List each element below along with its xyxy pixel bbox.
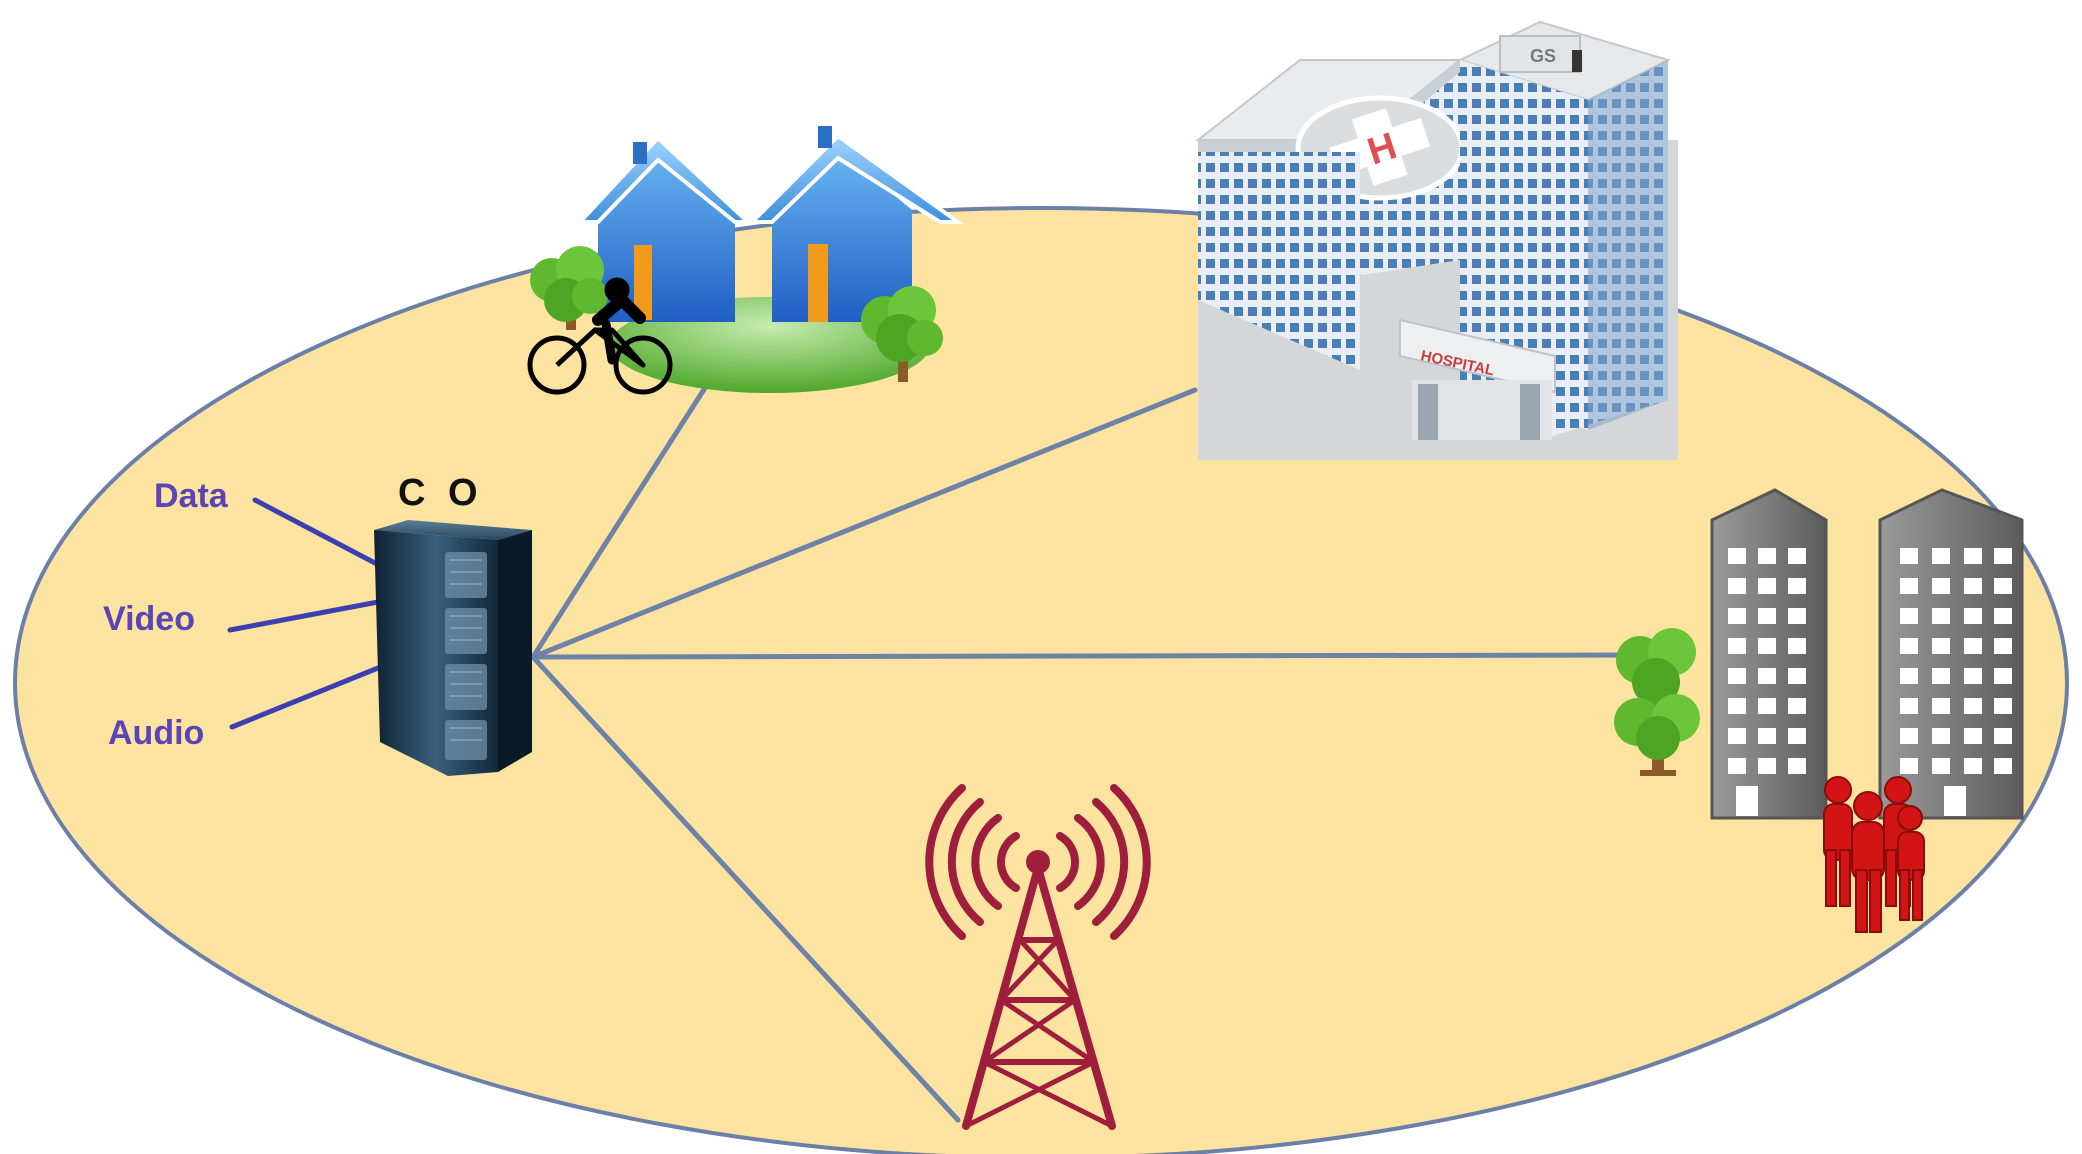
server-rack-icon: [374, 520, 532, 776]
people-icon: [1823, 776, 1925, 933]
link-to-offices: [530, 652, 1643, 660]
cyclist-icon: [527, 277, 673, 395]
roof-sign: GS: [1530, 46, 1556, 66]
data-line: [252, 497, 378, 566]
input-label-video: Video: [103, 600, 195, 638]
input-label-data: Data: [154, 477, 229, 515]
radio-tower-icon: [925, 784, 1151, 1130]
houses-icon: [575, 126, 965, 393]
tree-icon: [861, 286, 943, 382]
link-to-houses: [530, 377, 713, 660]
input-lines: [227, 497, 381, 730]
link-to-tower: [530, 654, 961, 1123]
tree-icon: [530, 246, 608, 330]
hospital-icon: H GS HOSPITAL: [1195, 20, 1678, 460]
tree-icon: [1614, 628, 1700, 776]
office-buildings-icon: [1710, 488, 2024, 820]
co-label: C O: [398, 472, 484, 514]
audio-line: [229, 665, 381, 730]
network-links: [530, 377, 1643, 1123]
link-to-hospital: [530, 387, 1198, 660]
video-line: [227, 599, 381, 633]
input-label-audio: Audio: [108, 714, 204, 752]
